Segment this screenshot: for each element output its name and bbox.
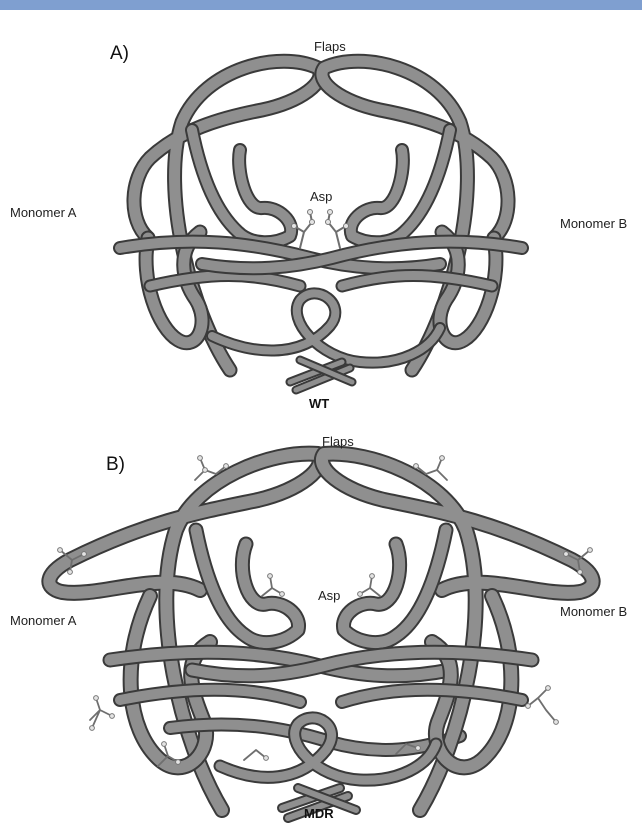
wt-monomer-a-inner-loop [192,130,291,242]
wt-caption: WT [309,396,329,411]
panel-a-letter: A) [110,43,129,65]
panel-mdr: B) Flaps Asp Monomer A Monomer B MDR [0,410,642,826]
flaps-label: Flaps [314,39,346,54]
flaps-label: Flaps [322,434,354,449]
monomer-b-label: Monomer B [560,216,627,231]
header-accent-bar [0,0,642,10]
panel-b-letter: B) [106,454,125,476]
mdr-protease-ribbon-figure [0,410,642,826]
mdr-caption: MDR [304,806,334,821]
asp-label: Asp [318,588,340,603]
mdr-dimer-interface-strands [220,718,436,818]
monomer-a-label: Monomer A [10,205,76,220]
wt-asp-atoms [292,210,349,229]
wt-dimer-interface-strands [212,293,440,390]
monomer-a-label: Monomer A [10,613,76,628]
monomer-b-label: Monomer B [560,604,627,619]
panel-wt: A) Flaps Asp Monomer A Monomer B WT [0,10,642,410]
asp-label: Asp [310,189,332,204]
wt-protease-ribbon-figure [0,10,642,410]
wt-asp-side-chains [294,212,346,248]
